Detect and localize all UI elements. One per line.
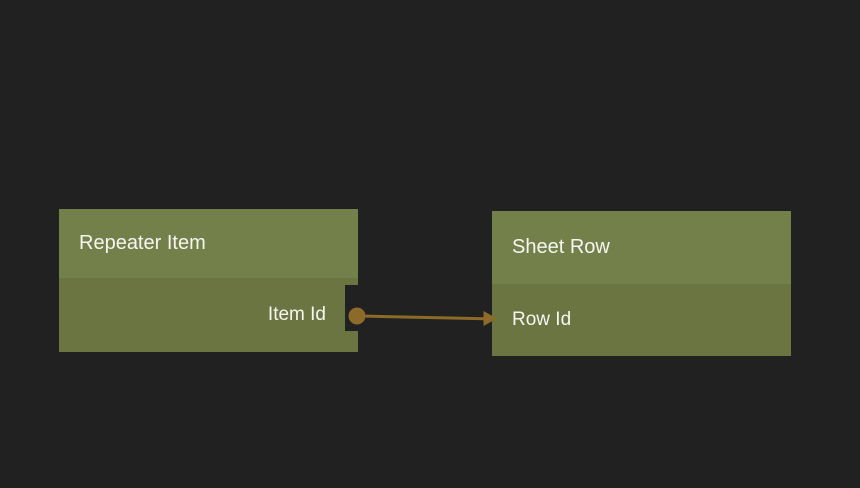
node-sheet-row-body: Row Id (492, 284, 791, 356)
field-label: Item Id (267, 304, 326, 325)
node-title: Sheet Row (512, 236, 610, 258)
field-row-row-id[interactable]: Row Id (492, 284, 791, 356)
node-repeater-item-header[interactable]: Repeater Item (59, 209, 358, 278)
field-label: Row Id (512, 309, 572, 330)
node-title: Repeater Item (79, 232, 206, 254)
field-row-item-id[interactable]: Item Id (59, 278, 358, 352)
node-sheet-row-header[interactable]: Sheet Row (492, 211, 791, 284)
connection-source-handle[interactable] (348, 307, 366, 325)
connection-line[interactable] (359, 314, 486, 321)
connection-arrowhead-icon (483, 311, 497, 326)
node-repeater-item[interactable]: Repeater Item Item Id (59, 209, 358, 352)
node-repeater-item-body: Item Id (59, 278, 358, 352)
node-sheet-row[interactable]: Sheet Row Row Id (492, 211, 791, 356)
